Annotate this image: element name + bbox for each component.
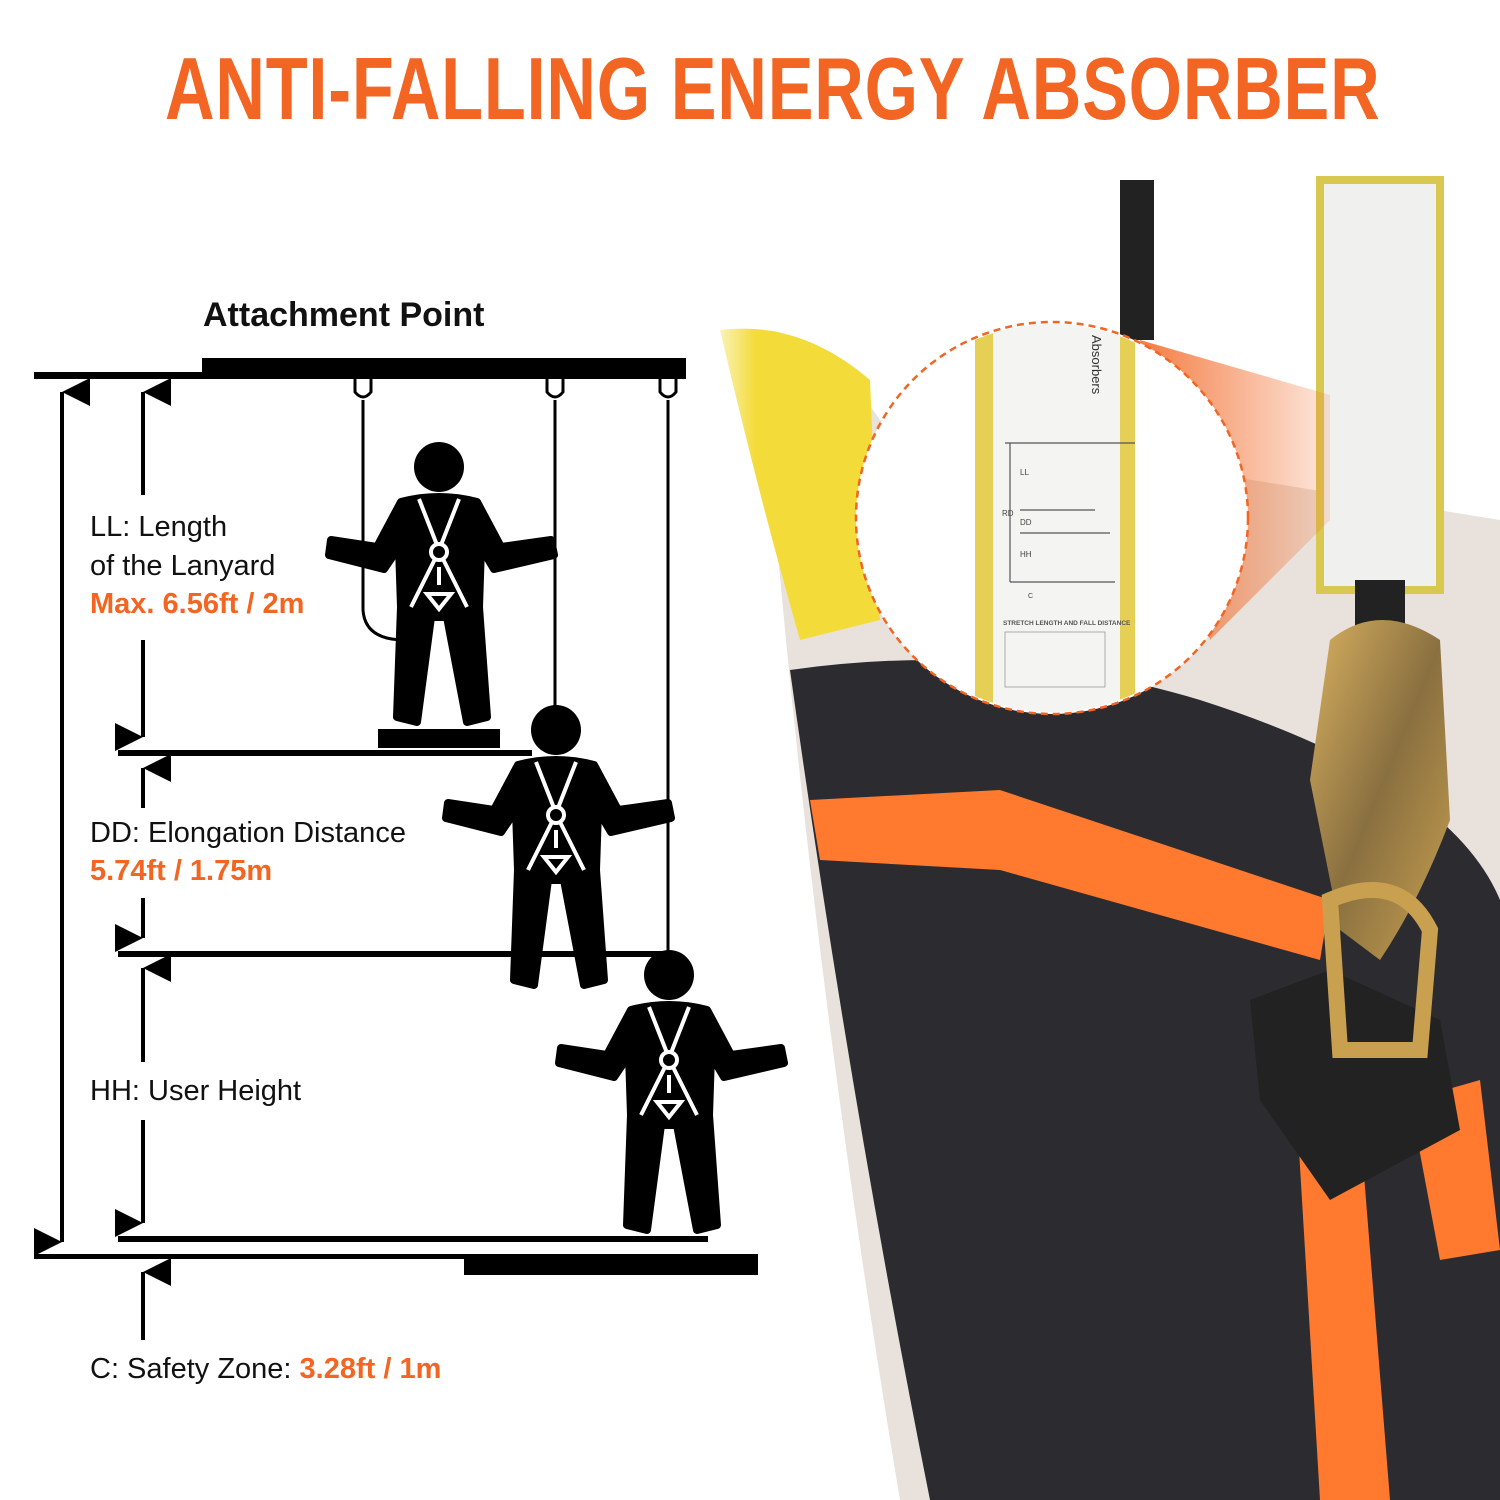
harness-strap bbox=[810, 790, 1330, 960]
label-mark-hh: HH bbox=[1020, 550, 1032, 559]
buckle bbox=[1250, 970, 1460, 1200]
rope bbox=[1120, 180, 1154, 340]
ground-block bbox=[464, 1254, 758, 1275]
d-ring bbox=[1321, 882, 1439, 1058]
c-label-text: C: Safety Zone: bbox=[90, 1353, 300, 1385]
label-card bbox=[975, 324, 1135, 712]
label-mark-rd: RD bbox=[1002, 509, 1014, 518]
dd-label: DD: Elongation Distance bbox=[90, 817, 406, 849]
label-mark-dd: DD bbox=[1020, 518, 1032, 527]
ceiling bbox=[34, 358, 686, 379]
dimension-arrows bbox=[34, 378, 171, 1340]
page-title: ANTI-FALLING ENERGY ABSORBER bbox=[165, 39, 1381, 138]
attachment-point-label: Attachment Point bbox=[203, 296, 485, 334]
label-heading: STRETCH LENGTH AND FALL DISTANCE bbox=[1003, 620, 1131, 627]
label-mark-ll: LL bbox=[1020, 468, 1029, 477]
snap-hook bbox=[1310, 620, 1450, 960]
c-label: C: Safety Zone: 3.28ft / 1m bbox=[90, 1350, 441, 1388]
label-mark-c: C bbox=[1028, 593, 1033, 600]
anchors bbox=[353, 379, 678, 399]
dd-value: 5.74ft / 1.75m bbox=[90, 855, 273, 887]
floor-line-hh bbox=[118, 1236, 708, 1242]
absorber-pouch bbox=[1316, 176, 1444, 594]
person-arrested bbox=[559, 950, 784, 1230]
ll-value: Max. 6.56ft / 2m bbox=[90, 588, 305, 620]
fall-distance-diagram bbox=[34, 358, 800, 1340]
floor-line-ll bbox=[118, 750, 532, 756]
c-value: 3.28ft / 1m bbox=[299, 1353, 442, 1385]
ll-label-line2: of the Lanyard bbox=[90, 550, 276, 582]
ll-label-line1: LL: Length bbox=[90, 511, 228, 543]
label-brand: Absorbers bbox=[1089, 335, 1104, 395]
hh-label: HH: User Height bbox=[90, 1075, 302, 1107]
floor-line-dd bbox=[118, 951, 668, 957]
ground-line bbox=[34, 1254, 758, 1259]
platform bbox=[378, 729, 500, 748]
